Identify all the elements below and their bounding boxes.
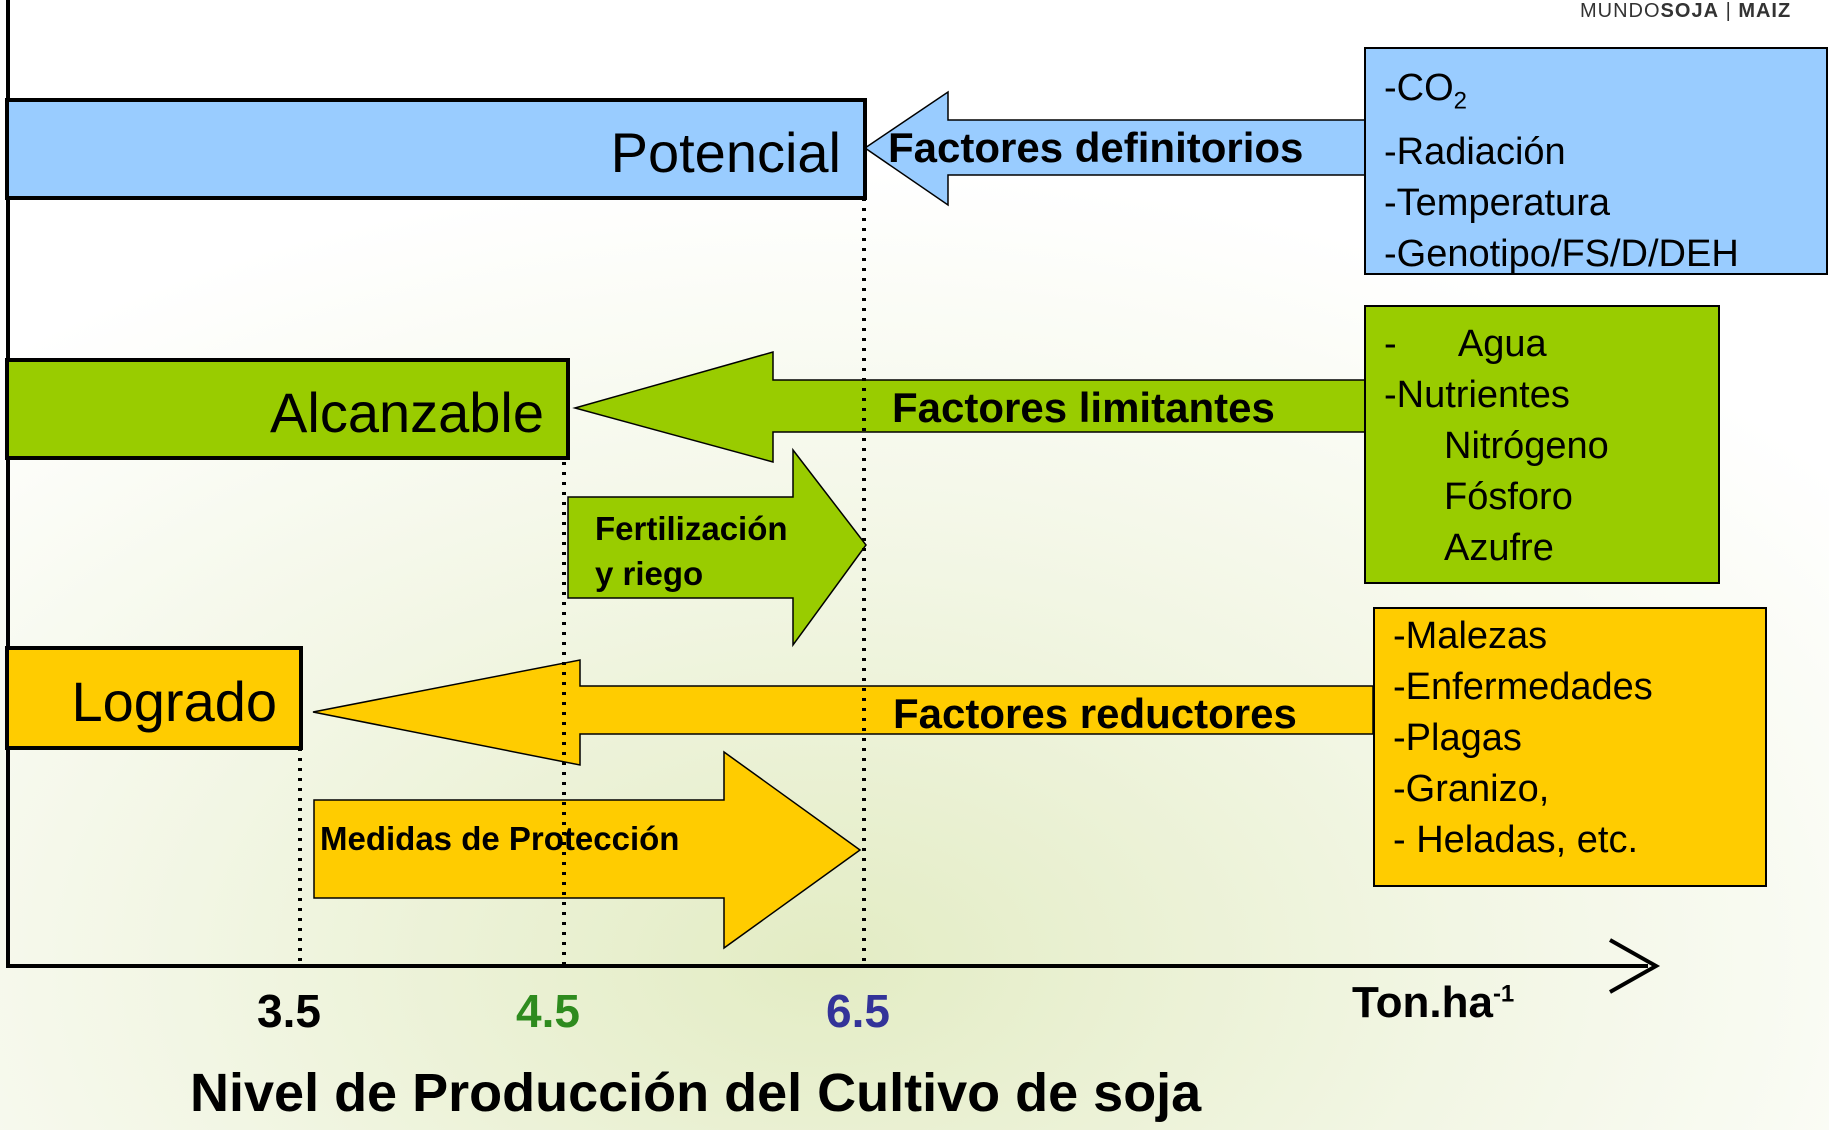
- list-factores-definitorios: -CO2 -Radiación -Temperatura -Genotipo/F…: [1364, 47, 1828, 275]
- list-item: Nitrógeno: [1444, 425, 1609, 467]
- list-item: -Granizo,: [1393, 768, 1550, 810]
- axis-unit: Ton.ha-1: [1352, 978, 1515, 1027]
- list-item: -Plagas: [1393, 717, 1522, 759]
- list-item: Fósforo: [1444, 476, 1573, 518]
- list-item: Azufre: [1444, 527, 1554, 569]
- list-item: - Agua: [1384, 323, 1547, 365]
- label-medidas-proteccion: Medidas de Protección: [320, 820, 680, 857]
- list-item: -Enfermedades: [1393, 666, 1653, 708]
- tick-3-5: 3.5: [257, 985, 321, 1037]
- tick-6-5: 6.5: [826, 985, 890, 1037]
- label-potencial: Potencial: [610, 121, 841, 184]
- list-item: -Nutrientes: [1384, 374, 1570, 416]
- list-factores-limitantes: - Agua -Nutrientes Nitrógeno Fósforo Azu…: [1364, 305, 1720, 584]
- x-axis-arrowhead: [1609, 938, 1661, 994]
- mundosoja-logo: MUNDOSOJA | MAIZ: [1580, 0, 1792, 22]
- tick-4-5: 4.5: [516, 985, 580, 1037]
- list-item: -Temperatura: [1384, 181, 1610, 224]
- bar-logrado: Logrado: [5, 646, 303, 750]
- arrow-fertilizacion: [567, 447, 867, 648]
- list-item: -Genotipo/FS/D/DEH: [1384, 232, 1739, 275]
- x-axis-title: Nivel de Producción del Cultivo de soja: [190, 1063, 1202, 1123]
- bar-alcanzable: Alcanzable: [5, 358, 570, 460]
- label-fertilizacion: Fertilización y riego: [595, 510, 788, 592]
- list-item: -Malezas: [1393, 615, 1548, 657]
- label-factores-definitorios: Factores definitorios: [888, 124, 1304, 171]
- list-item: - Heladas, etc.: [1393, 819, 1638, 861]
- list-factores-reductores: -Malezas -Enfermedades -Plagas -Granizo,…: [1373, 607, 1767, 887]
- list-item: -Radiación: [1384, 130, 1566, 173]
- list-item-co2: -CO2: [1384, 67, 1468, 115]
- bar-potencial: Potencial: [5, 98, 867, 200]
- arrow-proteccion: [313, 750, 862, 950]
- label-factores-limitantes: Factores limitantes: [892, 384, 1275, 431]
- label-factores-reductores: Factores reductores: [893, 690, 1297, 737]
- label-alcanzable: Alcanzable: [270, 381, 544, 444]
- label-logrado: Logrado: [71, 670, 277, 733]
